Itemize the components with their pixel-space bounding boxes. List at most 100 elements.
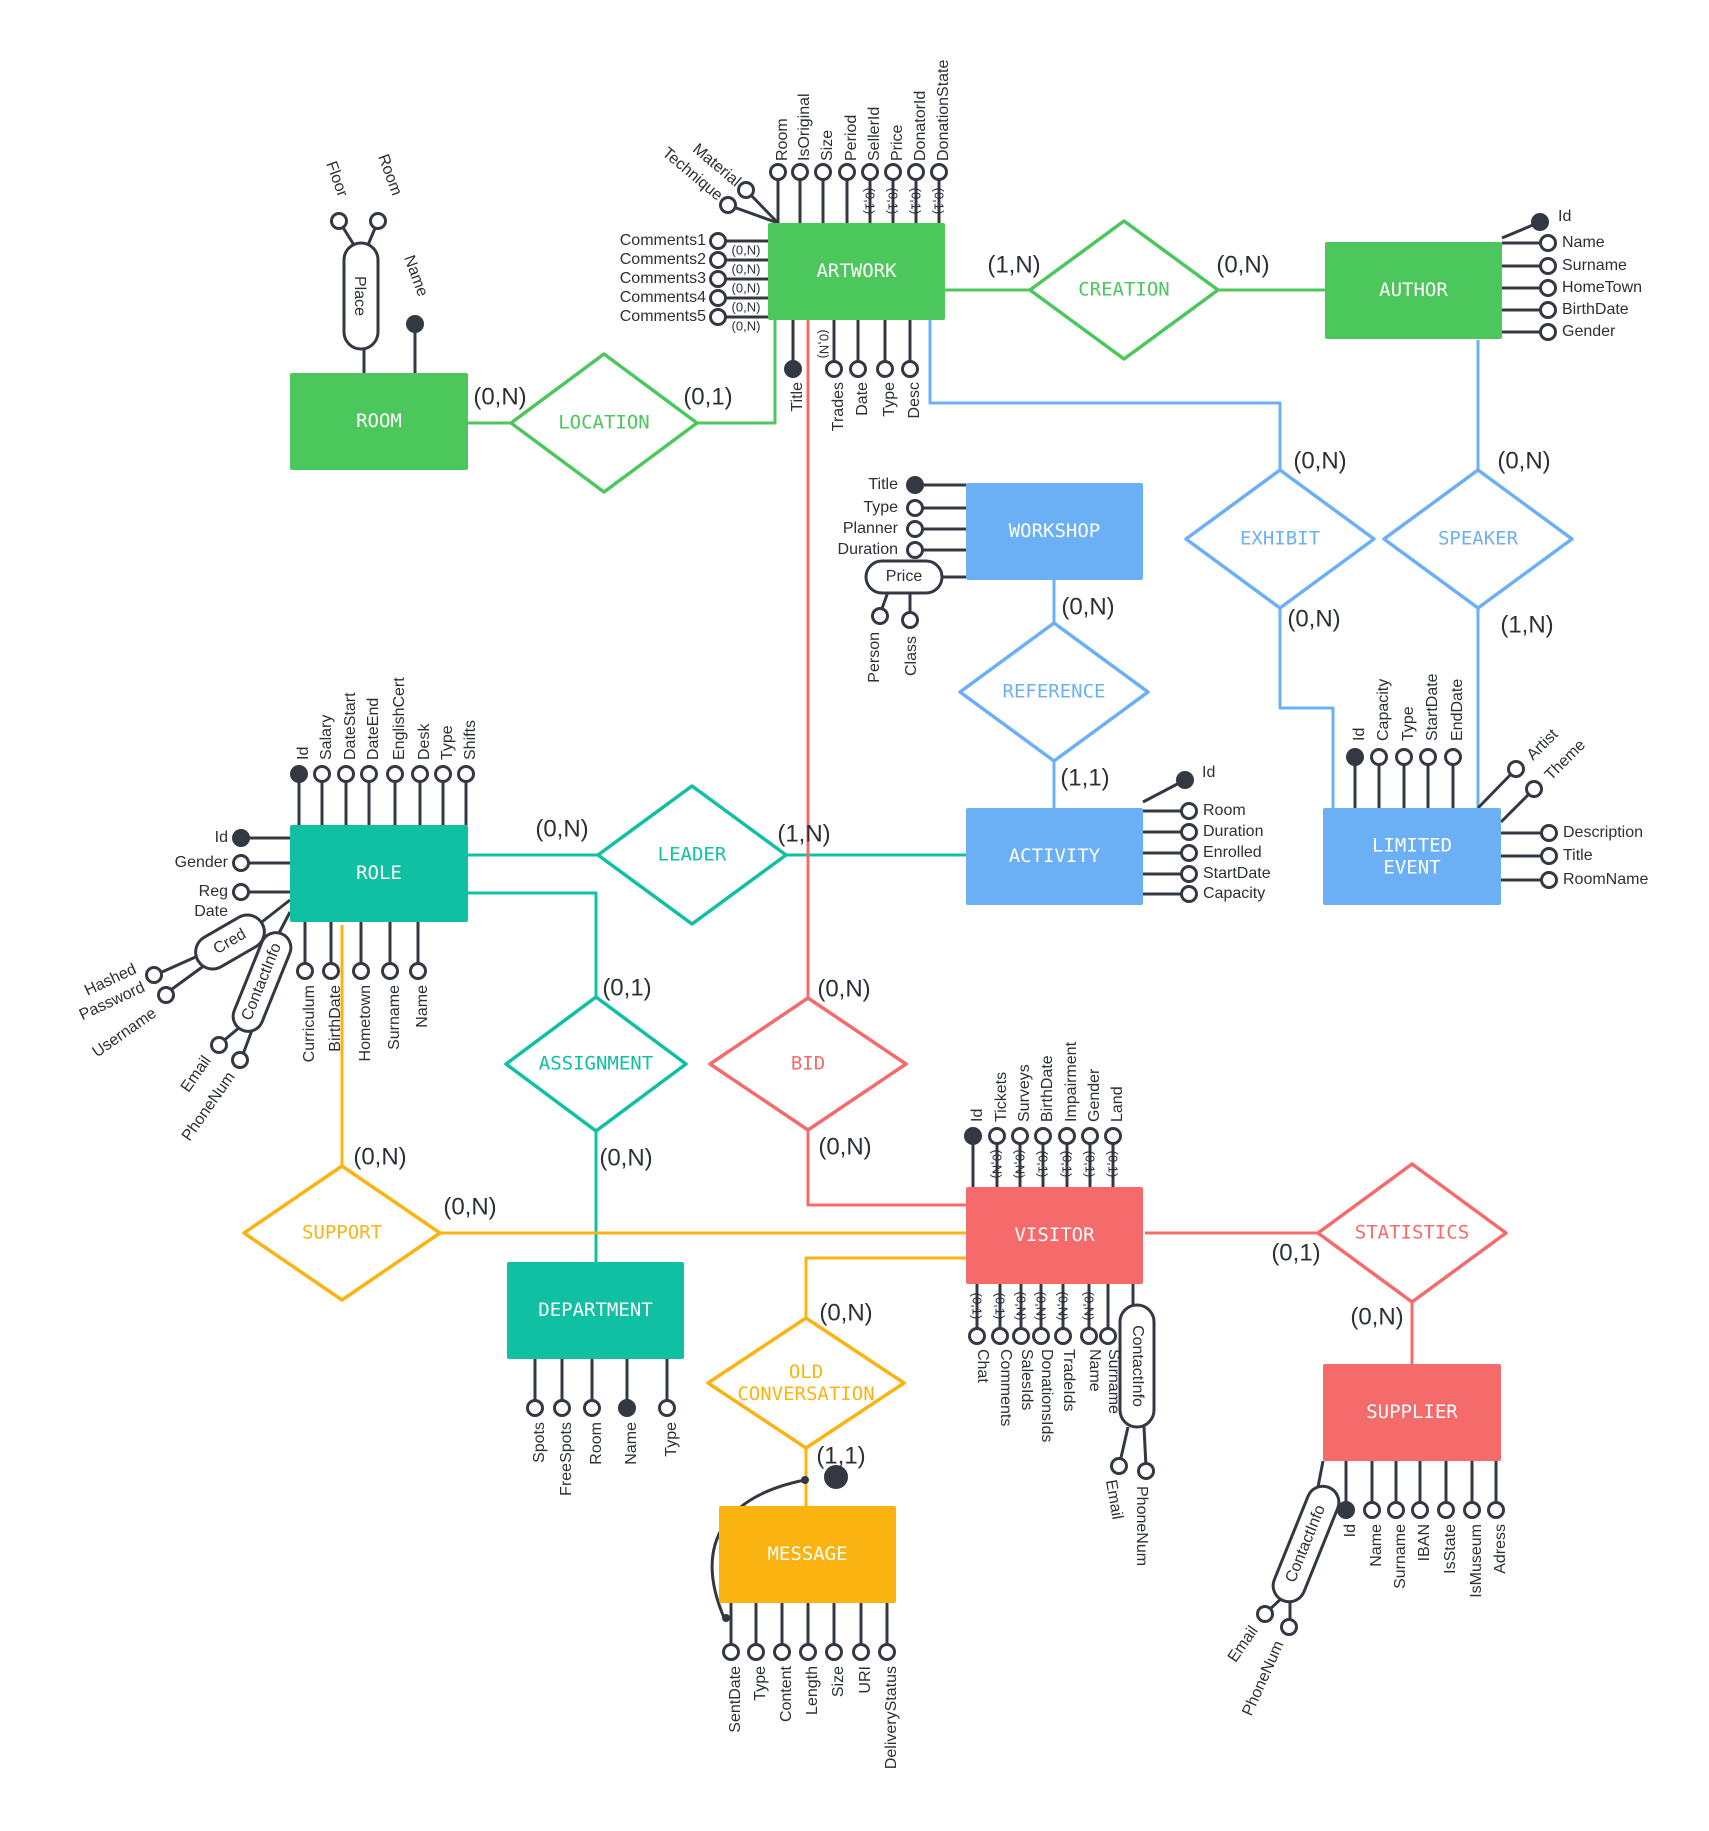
entity-workshop: [966, 483, 1143, 580]
attribute-marker: [1081, 1127, 1099, 1145]
attribute-label: Price: [889, 124, 906, 161]
attribute-label: DateEnd: [365, 698, 382, 760]
attribute-marker: [1034, 1127, 1052, 1145]
composite-attribute-visitor-contactinfo: [1118, 1303, 1156, 1429]
attribute-marker: [878, 1643, 896, 1661]
attribute-line: [1316, 1460, 1325, 1488]
attribute-cardinality: (0,1): [909, 188, 924, 215]
key-attribute-marker: [824, 1465, 848, 1489]
attribute-label: Room: [774, 118, 791, 161]
attribute-marker: [884, 163, 902, 181]
relationship-label-leader: LEADER: [658, 844, 727, 866]
attribute-cardinality: (0,N): [1034, 1292, 1049, 1321]
attribute-marker: [409, 962, 427, 980]
attribute-marker: [861, 163, 879, 181]
relationship-creation: [1028, 219, 1220, 361]
attribute-marker: [901, 360, 919, 378]
attribute-label: Email: [1225, 1623, 1262, 1666]
attribute-marker: [1058, 1127, 1076, 1145]
attribute-label: Comments3: [620, 270, 706, 287]
attribute-label: Id: [1558, 208, 1571, 225]
key-attribute-marker: [1531, 213, 1549, 231]
relationship-label-bid: BID: [791, 1053, 825, 1075]
attribute-label: DateStart: [342, 692, 359, 760]
attribute-marker: [1032, 1327, 1050, 1345]
line-bid-visitor: [806, 1130, 966, 1207]
attribute-marker: [799, 1643, 817, 1661]
attribute-marker: [709, 308, 727, 326]
attribute-label: Salary: [318, 715, 335, 760]
attribute-label: Surname: [1562, 257, 1627, 274]
attribute-marker: [709, 289, 727, 307]
attribute-marker: [457, 765, 475, 783]
attribute-marker: [1256, 1605, 1274, 1623]
relationship-assignment: [504, 995, 688, 1133]
entity-artwork: [768, 223, 945, 320]
relationship-leader: [596, 784, 788, 926]
attribute-marker: [526, 1399, 544, 1417]
attribute-marker: [1180, 885, 1198, 903]
attribute-label: RoomName: [1563, 871, 1648, 888]
attribute-marker: [232, 883, 250, 901]
attribute-marker: [352, 962, 370, 980]
relationship-label-speaker: SPEAKER: [1438, 528, 1519, 550]
attribute-marker: [1395, 748, 1413, 766]
attribute-marker: [360, 765, 378, 783]
attribute-label: Gender: [1086, 1068, 1103, 1122]
cardinality-bid-visitor: (0,N): [818, 1133, 871, 1160]
attribute-marker: [901, 611, 919, 629]
attribute-marker: [583, 1399, 601, 1417]
attribute-label: IsState: [1442, 1524, 1459, 1574]
attribute-marker: [747, 1643, 765, 1661]
attribute-label: StartDate: [1424, 673, 1441, 741]
attribute-label: Title: [868, 476, 898, 493]
key-attribute-marker: [1337, 1501, 1355, 1519]
attribute-label: BirthDate: [1039, 1055, 1056, 1122]
attribute-label: HomeTown: [1562, 279, 1642, 296]
attribute-label: Name: [400, 253, 431, 299]
attribute-marker: [658, 1399, 676, 1417]
attribute-cardinality: (0,N): [1056, 1292, 1071, 1321]
attribute-label: DeliveryStatus: [883, 1666, 900, 1769]
attribute-cardinality: (0,1): [1106, 1151, 1121, 1178]
attribute-label: Chat: [974, 1349, 991, 1383]
attribute-marker: [1411, 1501, 1429, 1519]
attribute-label: Period: [843, 115, 860, 161]
attribute-marker: [1539, 257, 1557, 275]
relationship-label-creation: CREATION: [1078, 279, 1170, 301]
attribute-marker: [322, 962, 340, 980]
attribute-label: FreeSpots: [558, 1422, 575, 1496]
line-location-artwork: [697, 300, 777, 425]
relationship-location: [509, 352, 699, 494]
attribute-label: Surname: [386, 985, 403, 1050]
cardinality-statistics-supplier: (0,N): [1350, 1303, 1403, 1330]
attribute-marker: [719, 196, 737, 214]
attribute-cardinality: (0,N): [1014, 1292, 1029, 1321]
attribute-label: EnglishCert: [391, 677, 408, 760]
attribute-marker: [991, 1327, 1009, 1345]
attribute-label: Title: [1563, 847, 1593, 864]
attribute-marker: [296, 962, 314, 980]
attribute-label: ContactInfo: [1129, 1325, 1146, 1407]
attribute-marker: [1370, 748, 1388, 766]
line-exhibit-event: [1278, 608, 1335, 808]
attribute-marker: [1540, 871, 1558, 889]
attribute-label: TradeIds: [1060, 1349, 1077, 1412]
relationship-label-reference: REFERENCE: [1003, 681, 1106, 703]
attribute-label: Comments5: [620, 308, 706, 325]
attribute-marker: [386, 765, 404, 783]
attribute-marker: [1012, 1327, 1030, 1345]
attribute-label: Type: [881, 382, 898, 417]
attribute-cardinality: (0,1): [1036, 1151, 1051, 1178]
attribute-label: Title: [789, 382, 806, 412]
entity-activity: [966, 808, 1143, 905]
cardinality-role-assignment: (0,1): [602, 974, 651, 1001]
attribute-label: Surname: [1105, 1349, 1122, 1414]
attribute-label: URI: [857, 1666, 874, 1694]
relationship-old_conversation: [706, 1316, 906, 1450]
attribute-marker: [1099, 1327, 1117, 1345]
attribute-marker: [1180, 802, 1198, 820]
attribute-marker: [1487, 1501, 1505, 1519]
